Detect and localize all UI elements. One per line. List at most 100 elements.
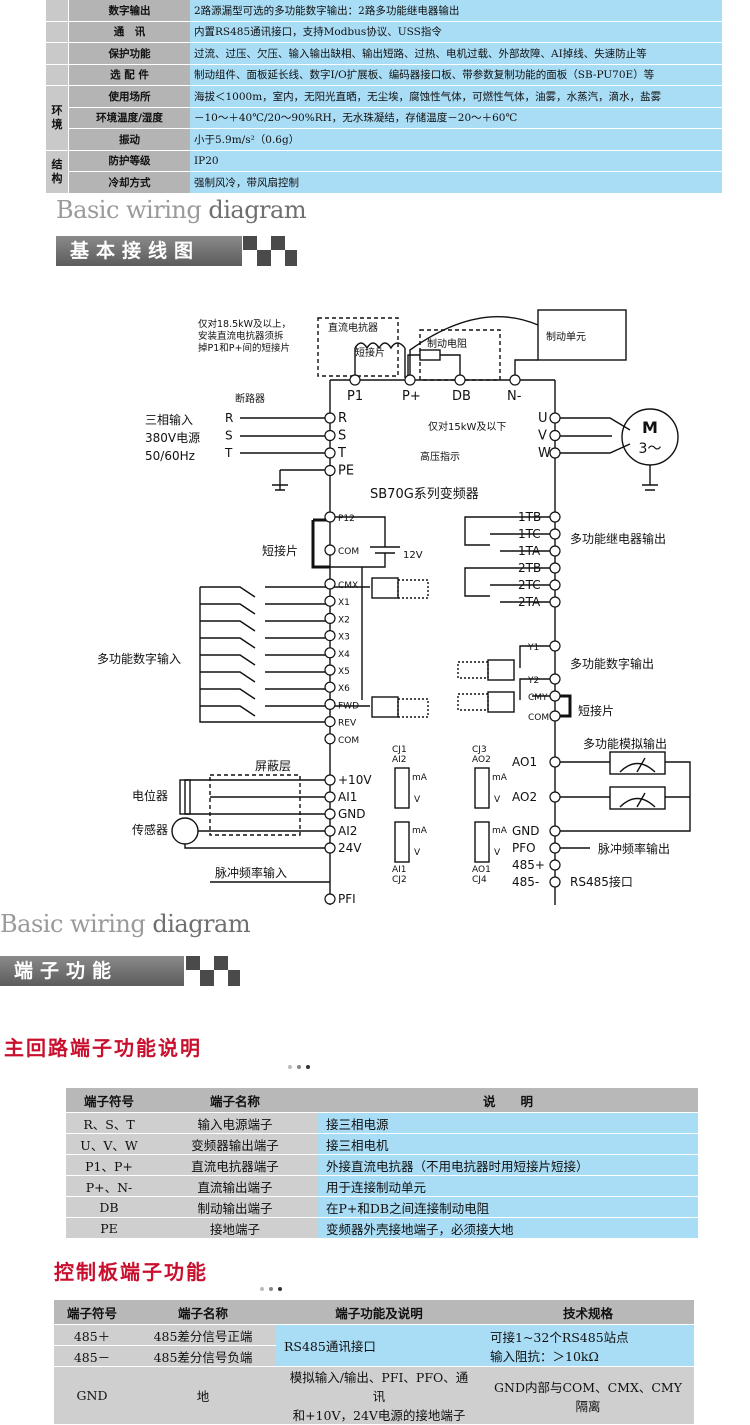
- terminal: [549, 876, 561, 888]
- diagram-label: COM: [338, 736, 359, 746]
- terminal: [549, 528, 561, 540]
- diagram-label: 高压指示: [420, 450, 460, 463]
- spec-value: 强制风冷，带风扇控制: [190, 171, 722, 194]
- spec-value: 过流、过压、欠压、输入输出缺相、输出短路、过热、电机过载、外部故障、AI掉线、失…: [190, 42, 722, 65]
- terminal: [324, 893, 336, 905]
- spec-value: 内置RS485通讯接口，支持Modbus协议、USS指令: [190, 21, 722, 43]
- diagram-label: COM: [528, 713, 549, 723]
- diagram-label: X1: [338, 598, 350, 608]
- diagram-label: V: [538, 429, 547, 444]
- table-cell: 变频器输出端子: [152, 1133, 318, 1155]
- diagram-label: GND: [512, 824, 540, 838]
- spec-value: 小于5.9m/s²（0.6g）: [190, 128, 722, 151]
- terminal: [549, 791, 561, 803]
- terminal: [549, 640, 561, 652]
- terminal: [549, 412, 561, 424]
- diagram-label: COM: [338, 547, 359, 557]
- diagram-label: S: [338, 429, 346, 444]
- main-header: 端子符号: [66, 1088, 152, 1113]
- diagram-label: 制动电阻: [427, 337, 467, 350]
- diagram-label: CMY: [528, 693, 548, 703]
- spec-label: 防护等级: [68, 150, 190, 172]
- diagram-label: 485+: [512, 858, 545, 872]
- terminal: [549, 673, 561, 685]
- diagram-label: X5: [338, 667, 350, 677]
- terminal: [549, 710, 561, 722]
- table-cell: 接三相电机: [318, 1133, 698, 1155]
- section2-title: 端子功能: [0, 956, 184, 986]
- diagram-label: 传感器: [132, 822, 168, 837]
- table-cell: U、V、W: [66, 1133, 152, 1155]
- terminal: [549, 859, 561, 871]
- main-header: 说 明: [318, 1088, 698, 1113]
- diagram-label: 制动单元: [546, 330, 586, 343]
- diagram-label: 短接片: [262, 543, 298, 558]
- spec-value: 2路源漏型可选的多功能数字输出：2路多功能继电器输出: [190, 0, 722, 22]
- table-cell: 外接直流电抗器（不用电抗器时用短接片短接）: [318, 1154, 698, 1176]
- diagram-label: V: [494, 848, 501, 858]
- terminal: [324, 429, 336, 442]
- diagram-label: CMX: [338, 581, 358, 591]
- diagram-label: M: [642, 418, 658, 437]
- diagram-label: 多功能继电器输出: [570, 531, 666, 546]
- diagram-label: T: [224, 446, 233, 460]
- diagram-label: 2TA: [518, 595, 541, 609]
- terminal: [324, 808, 336, 820]
- terminal: [549, 562, 561, 574]
- main-circuit-title: 主回路端子功能说明: [4, 1036, 202, 1060]
- terminal: [549, 511, 561, 523]
- terminal: [549, 429, 561, 442]
- diagram-label: S: [225, 429, 233, 443]
- table-cell: R、S、T: [66, 1112, 152, 1134]
- spec-row: 保护功能过流、过压、欠压、输入输出缺相、输出短路、过热、电机过载、外部故障、AI…: [46, 42, 722, 65]
- spec-label: 数字输出: [68, 0, 190, 22]
- diagram-label: Y1: [527, 643, 539, 653]
- terminal: [324, 842, 336, 854]
- section2-english: Basic wiring diagram: [0, 910, 251, 938]
- terminal: [324, 412, 336, 424]
- terminal: [324, 715, 336, 728]
- table-cell: P1、P+: [66, 1154, 152, 1176]
- diagram-label: GND: [338, 807, 366, 821]
- diagram-label: 485-: [512, 875, 539, 889]
- diagram-label: N-: [507, 389, 522, 404]
- diagram-label: X2: [338, 615, 350, 625]
- terminal: [549, 825, 561, 837]
- main-header: 端子名称: [152, 1088, 318, 1113]
- diagram-label: 3～: [639, 441, 662, 457]
- diagram-label: 1TC: [518, 527, 541, 541]
- diagram-label: mA: [412, 826, 428, 836]
- spec-row: 选 配 件制动组件、面板延长线、数字I/O扩展板、编码器接口板、带参数复制功能的…: [46, 64, 722, 86]
- diagram-label: X6: [338, 684, 350, 694]
- diagram-label: 直流电抗器: [328, 321, 378, 334]
- terminal: [324, 681, 336, 693]
- terminal: [324, 612, 336, 625]
- terminal: [324, 791, 336, 803]
- diagram-label: 2TC: [518, 578, 541, 592]
- diagram-label: 三相输入: [145, 412, 193, 427]
- diagram-label: SB70G系列变频器: [370, 486, 479, 502]
- spec-value: IP20: [190, 150, 722, 172]
- diagram-label: 电位器: [132, 788, 168, 803]
- diagram-label: R: [225, 411, 233, 425]
- table-cell: 直流电抗器端子: [152, 1154, 318, 1176]
- table-cell: 直流输出端子: [152, 1175, 318, 1197]
- diagram-label: CJ2: [392, 875, 407, 885]
- diagram-label: CJ1: [392, 745, 407, 755]
- diagram-label: 多功能数字输出: [570, 656, 654, 671]
- diagram-label: CJ3: [472, 745, 487, 755]
- terminal: [324, 464, 336, 477]
- diagram-label: AI1: [392, 865, 407, 875]
- terminal: [549, 596, 561, 608]
- terminal: [324, 825, 336, 837]
- spec-group: [46, 0, 69, 22]
- diagram-label: P1: [347, 389, 363, 404]
- diagram-label: AI1: [338, 790, 357, 804]
- spec-group: [46, 42, 69, 65]
- diagram-label: PE: [338, 464, 354, 479]
